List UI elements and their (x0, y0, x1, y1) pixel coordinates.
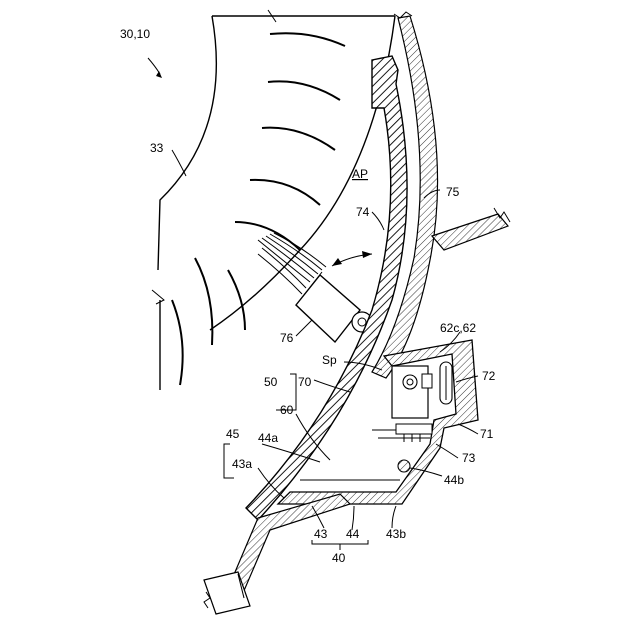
label-45: 45 (226, 427, 240, 441)
fan-impeller (152, 10, 395, 390)
label-44b: 44b (444, 473, 464, 487)
label-44a: 44a (258, 431, 278, 445)
rotation-arrow (332, 251, 372, 266)
label-62c: 62c,62 (440, 321, 476, 335)
label-43b: 43b (386, 527, 406, 541)
label-fig-ref: 30,10 (120, 27, 150, 41)
bracket-arm (432, 208, 510, 250)
label-74: 74 (356, 205, 370, 219)
label-43: 43 (314, 527, 328, 541)
fan-blades (172, 33, 345, 385)
label-43a: 43a (232, 457, 252, 471)
label-40: 40 (332, 551, 346, 565)
label-33: 33 (150, 141, 164, 155)
label-72: 72 (482, 369, 496, 383)
label-70: 70 (298, 375, 312, 389)
label-75: 75 (446, 185, 460, 199)
label-50: 50 (264, 375, 278, 389)
label-60: 60 (280, 403, 294, 417)
label-76: 76 (280, 331, 294, 345)
label-Sp: Sp (322, 353, 337, 367)
label-73: 73 (462, 451, 476, 465)
component-76 (296, 272, 372, 342)
screw-60 (398, 460, 410, 472)
label-AP: AP (352, 167, 368, 181)
label-71: 71 (480, 427, 494, 441)
duct-40 (204, 494, 350, 614)
label-44: 44 (346, 527, 360, 541)
